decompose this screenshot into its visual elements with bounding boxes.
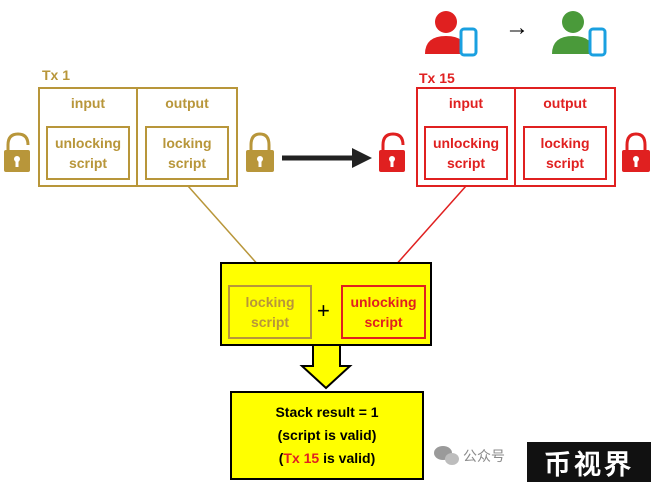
script-valid-line: (script is valid) (277, 427, 377, 443)
combined-scripts-box (220, 262, 432, 346)
combined-unlocking-script: unlocking script (341, 285, 426, 339)
tx15-locking-line2: script (545, 155, 585, 171)
tx1-unlocking-line1: unlocking (54, 135, 122, 151)
tx1-label: Tx 1 (42, 67, 71, 83)
tx-valid-highlight: Tx 15 (283, 450, 320, 466)
combined-locking-line2: script (250, 314, 290, 330)
combined-unlocking-line1: unlocking (350, 294, 417, 310)
tx1-unlocking-line2: script (68, 155, 108, 171)
wechat-icon (434, 446, 459, 465)
tx15-locking-script: locking script (523, 126, 607, 180)
tx15-unlocking-script: unlocking script (424, 126, 508, 180)
plus-sign: + (317, 298, 330, 323)
combined-unlocking-line2: script (364, 314, 403, 330)
tx15-unlocking-line2: script (446, 155, 486, 171)
tx1-divider (136, 87, 138, 187)
unlocked-padlock-icon-red (379, 132, 405, 172)
tx15-divider (514, 87, 516, 187)
combined-locking-script: locking script (228, 285, 312, 339)
tx-valid-rest: is valid) (319, 450, 376, 466)
tx1-output-header: output (165, 95, 209, 111)
locked-padlock-icon-red (622, 132, 650, 172)
tx-valid-line: (Tx 15 is valid) (279, 447, 376, 470)
tx15-output-header: output (543, 95, 587, 111)
tx1-unlocking-script: unlocking script (46, 126, 130, 180)
gold-connector-arrow (187, 185, 270, 279)
locked-padlock-icon (246, 132, 274, 172)
tx1-input-header: input (70, 95, 106, 111)
unlocked-padlock-icon (4, 132, 30, 172)
red-user-with-phone-icon (425, 11, 478, 57)
red-connector-arrow (384, 185, 467, 279)
stack-result-box: Stack result = 1 (script is valid) (Tx 1… (230, 391, 424, 480)
tx1-box (38, 87, 238, 187)
tx1-locking-line2: script (167, 155, 207, 171)
tx15-locking-line1: locking (540, 135, 590, 151)
watermark-text: 公众号 (463, 448, 505, 464)
green-user-with-phone-icon (552, 11, 607, 57)
down-block-arrow-icon (299, 344, 353, 390)
stack-result-line: Stack result = 1 (275, 404, 379, 420)
tx15-input-header: input (448, 95, 484, 111)
watermark-badge: 币视界 (527, 442, 651, 482)
tx15-label: Tx 15 (419, 70, 455, 86)
combined-locking-line1: locking (245, 294, 295, 310)
transfer-arrow: → (505, 14, 529, 41)
big-black-arrow (282, 148, 372, 168)
tx15-unlocking-line1: unlocking (432, 135, 500, 151)
tx1-locking-script: locking script (145, 126, 229, 180)
tx15-box (416, 87, 616, 187)
tx1-locking-line1: locking (162, 135, 212, 151)
tx-valid-open: ( (278, 450, 284, 466)
